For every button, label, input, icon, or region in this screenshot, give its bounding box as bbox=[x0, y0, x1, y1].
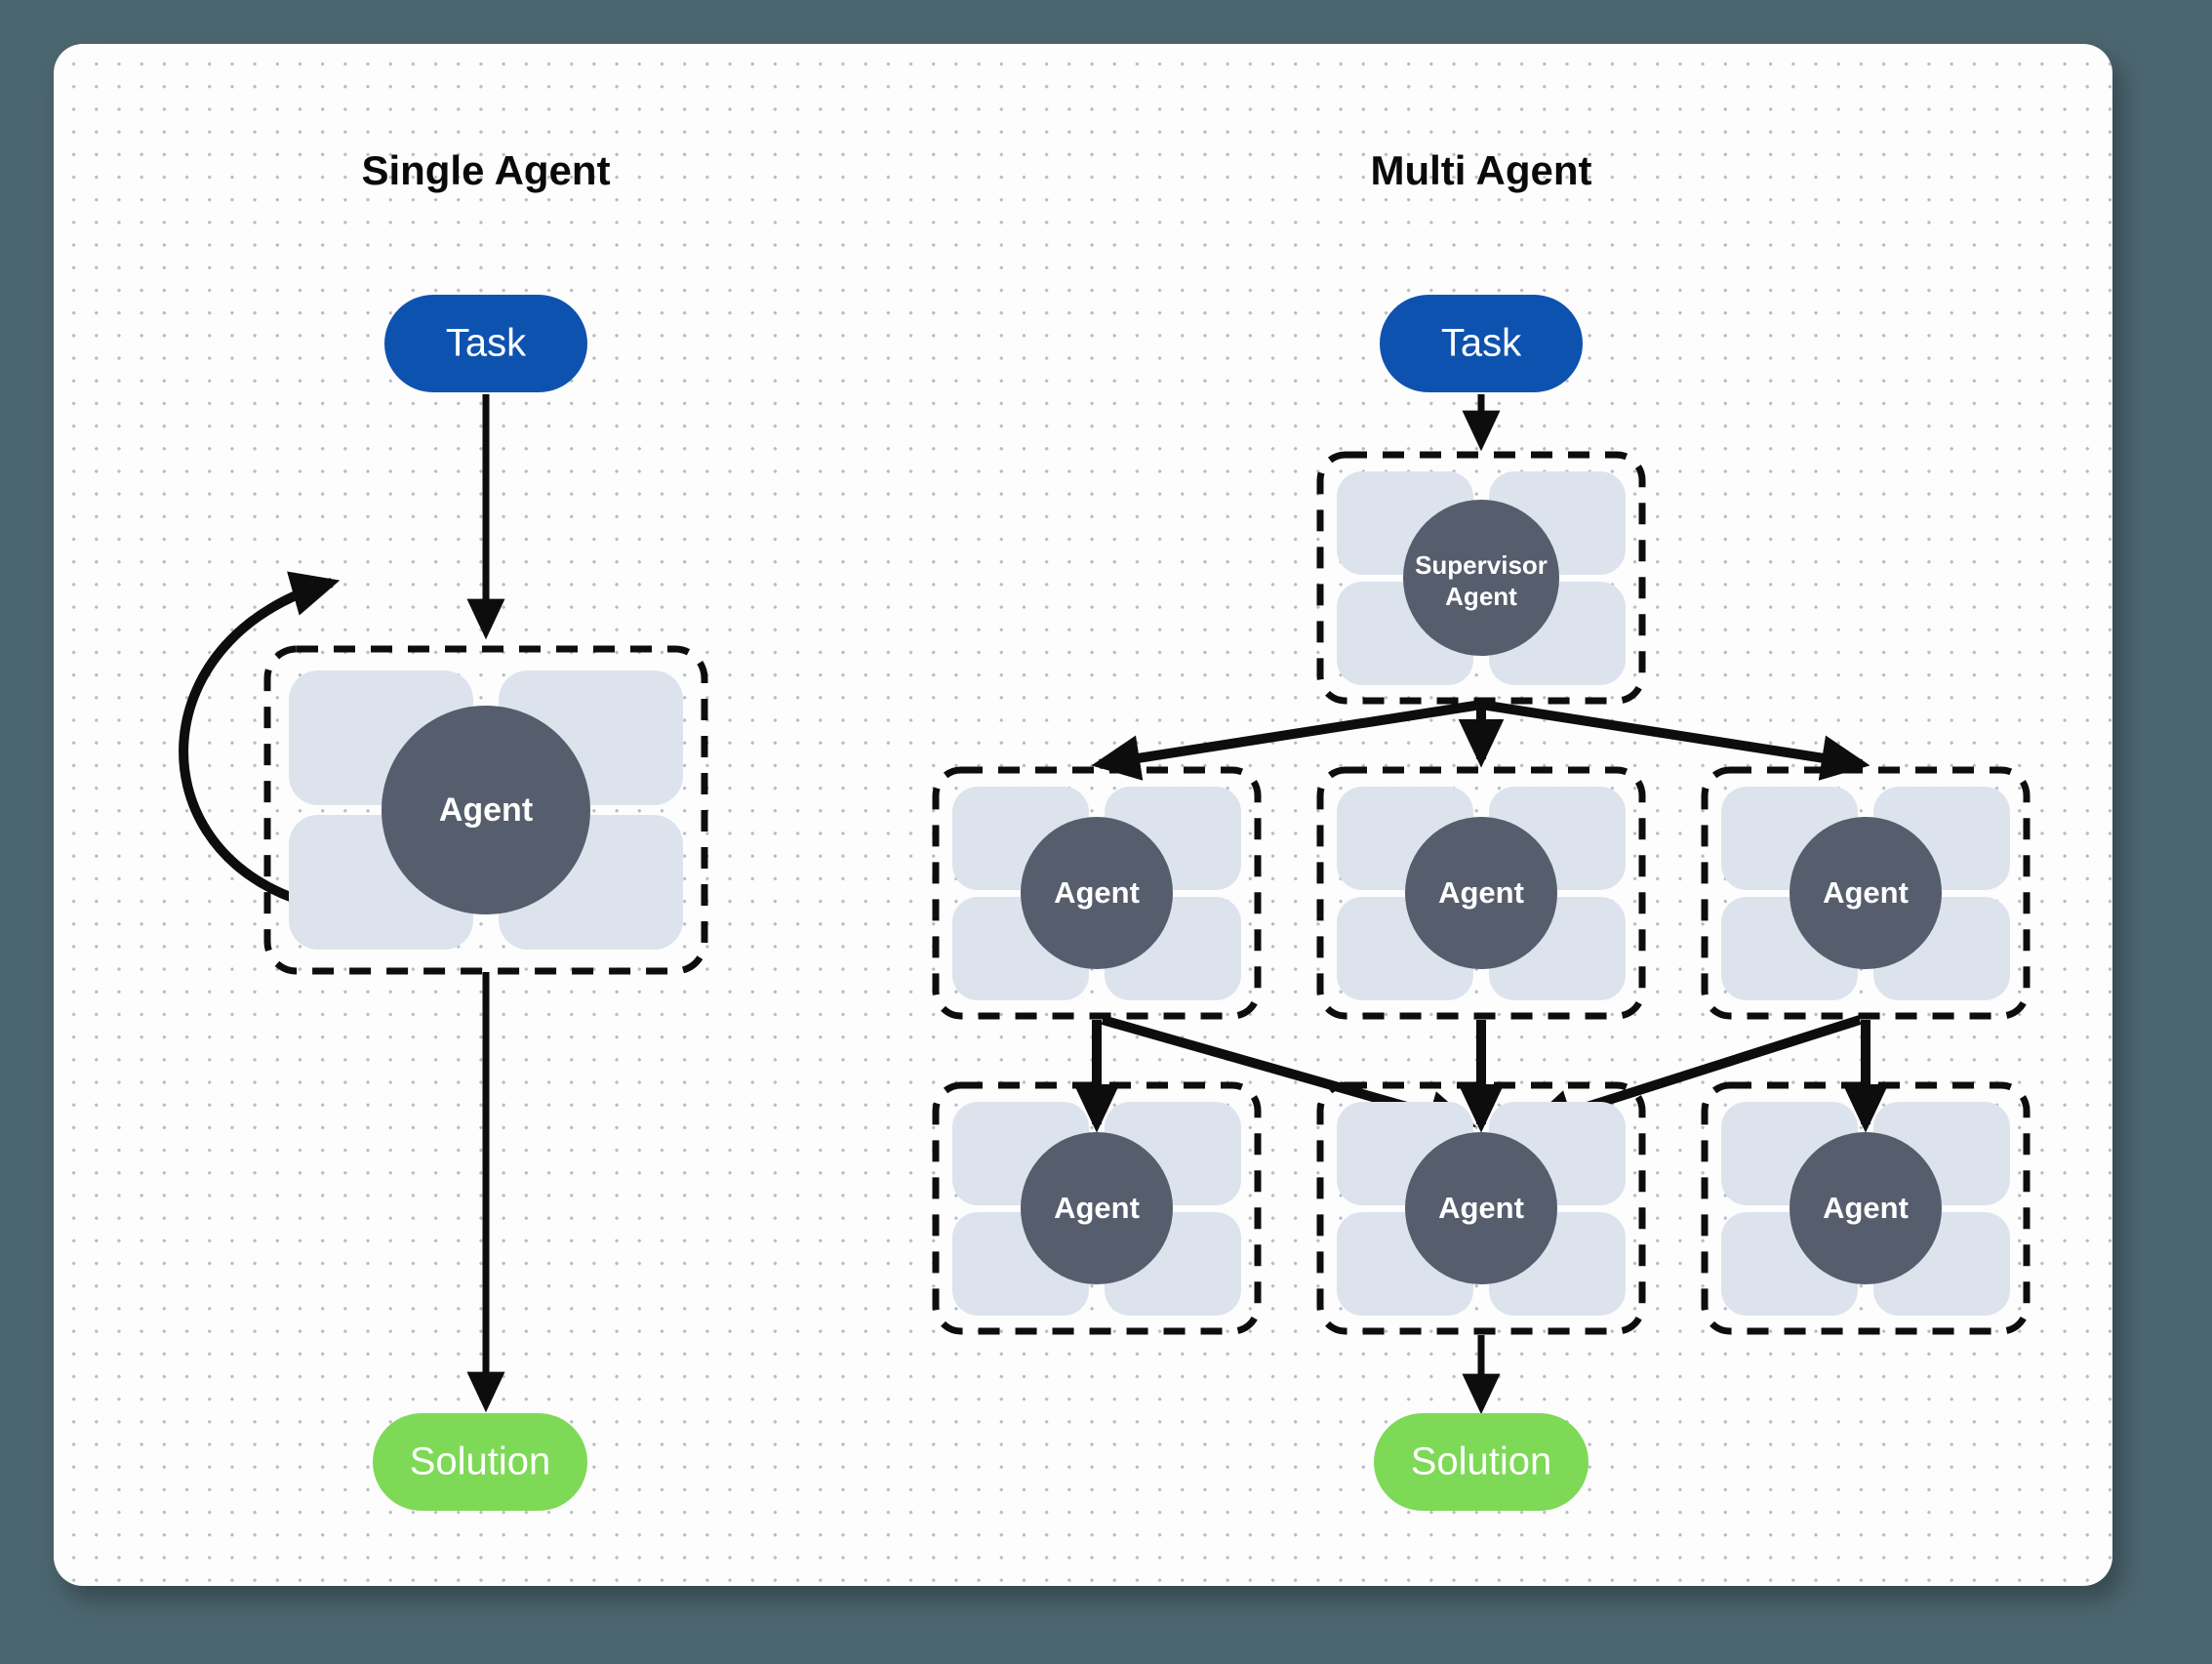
agent-core-circle bbox=[1790, 817, 1942, 969]
agent-label: Agent bbox=[439, 791, 533, 829]
solution-pill-shape bbox=[373, 1413, 587, 1511]
task-label: Task bbox=[1441, 322, 1522, 365]
agent-label: Agent bbox=[1054, 1191, 1140, 1225]
agent-boundary bbox=[1316, 1081, 1646, 1335]
supervisor-agent-node[interactable]: Supervisor Agent bbox=[1316, 451, 1646, 705]
edge-supervisor-to-agent-r1-c1 bbox=[1091, 700, 1482, 781]
supervisor-core-circle bbox=[1403, 500, 1559, 656]
agent-label: Agent bbox=[1823, 1191, 1909, 1225]
agent-label: Agent bbox=[1438, 875, 1524, 910]
agent-core-circle bbox=[1790, 1132, 1942, 1284]
task-node-single[interactable]: Task bbox=[384, 295, 587, 392]
agent-core-circle bbox=[1405, 1132, 1557, 1284]
agent-boundary bbox=[263, 645, 708, 975]
agent-core-circle bbox=[382, 706, 590, 914]
solution-node-single[interactable]: Solution bbox=[373, 1413, 587, 1511]
task-pill-shape bbox=[384, 295, 587, 392]
panel-multi-agent: Multi Agent Task Supervisor Agent bbox=[932, 147, 2031, 1511]
panel-title-single-agent: Single Agent bbox=[361, 147, 610, 193]
agent-boundary bbox=[1316, 766, 1646, 1020]
agent-node-r1-c3[interactable]: Agent bbox=[1701, 766, 2031, 1020]
agent-boundary bbox=[1701, 766, 2031, 1020]
agent-node-r2-c1[interactable]: Agent bbox=[932, 1081, 1262, 1335]
agent-node-r1-c1[interactable]: Agent bbox=[932, 766, 1262, 1020]
agent-core-circle bbox=[1021, 817, 1173, 969]
task-label: Task bbox=[446, 322, 527, 365]
agent-label: Agent bbox=[1054, 875, 1140, 910]
edge-agent-self-loop bbox=[179, 571, 341, 903]
agent-node-single[interactable]: Agent bbox=[263, 645, 708, 975]
agent-label: Agent bbox=[1438, 1191, 1524, 1225]
task-pill-shape bbox=[1380, 295, 1583, 392]
supervisor-label-line2: Agent bbox=[1445, 582, 1517, 611]
task-node-multi[interactable]: Task bbox=[1380, 295, 1583, 392]
solution-pill-shape bbox=[1374, 1413, 1589, 1511]
solution-label: Solution bbox=[1411, 1441, 1552, 1483]
agent-node-r2-c3[interactable]: Agent bbox=[1701, 1081, 2031, 1335]
agent-label: Agent bbox=[1823, 875, 1909, 910]
edge-supervisor-to-agent-r1-c3 bbox=[1480, 700, 1870, 781]
agent-boundary bbox=[932, 766, 1262, 1020]
agent-boundary bbox=[932, 1081, 1262, 1335]
panel-title-multi-agent: Multi Agent bbox=[1370, 147, 1591, 193]
agent-boundary bbox=[1701, 1081, 2031, 1335]
panel-single-agent: Single Agent Task Agent bbox=[179, 147, 708, 1511]
solution-node-multi[interactable]: Solution bbox=[1374, 1413, 1589, 1511]
supervisor-boundary bbox=[1316, 451, 1646, 705]
agent-core-circle bbox=[1405, 817, 1557, 969]
agent-node-r2-c2[interactable]: Agent bbox=[1316, 1081, 1646, 1335]
supervisor-label-line1: Supervisor bbox=[1415, 550, 1548, 580]
solution-label: Solution bbox=[410, 1441, 551, 1483]
agent-core-circle bbox=[1021, 1132, 1173, 1284]
agent-node-r1-c2[interactable]: Agent bbox=[1316, 766, 1646, 1020]
